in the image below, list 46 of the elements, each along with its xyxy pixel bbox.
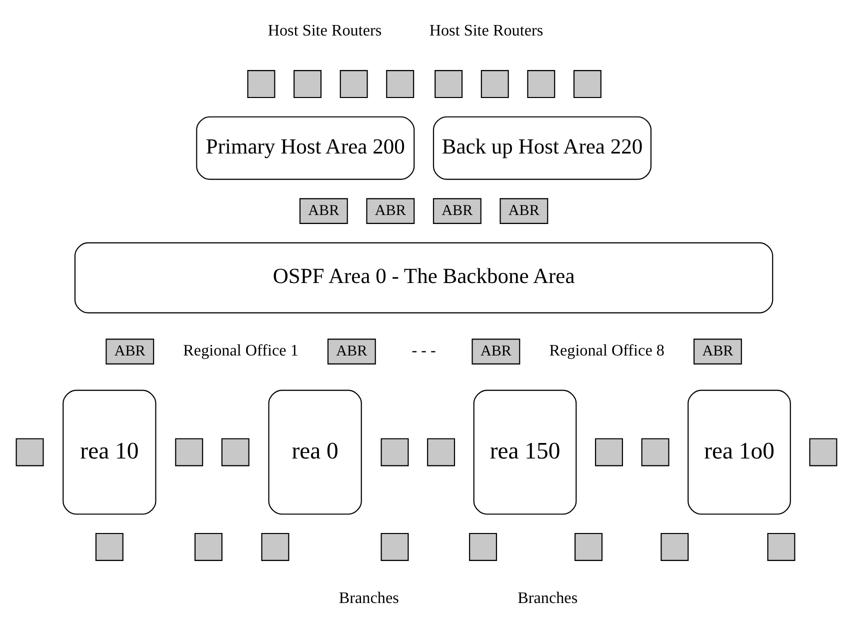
node-box [527, 70, 556, 98]
node-box [469, 532, 498, 561]
node-box: OSPF Area 0 - The Backbone Area [74, 242, 774, 314]
node-box: ABR [366, 198, 415, 224]
node-box: rea 150 [473, 390, 577, 515]
node-box [294, 70, 322, 98]
node-box: Back up Host Area 220 [432, 116, 652, 180]
label: Regional Office 1 [183, 342, 298, 360]
node-box: rea 0 [268, 390, 362, 515]
node-box [380, 438, 409, 466]
node-box [95, 532, 124, 561]
node-box [641, 438, 670, 466]
label: Host Site Routers [429, 22, 544, 40]
node-box [16, 438, 44, 466]
node-box [221, 438, 250, 466]
label: - - - [412, 342, 436, 360]
node-box [261, 532, 290, 561]
node-box: ABR [432, 198, 482, 224]
node-box [595, 438, 623, 466]
node-box [767, 532, 796, 561]
node-box [574, 532, 603, 561]
node-box [380, 532, 409, 561]
node-box [573, 70, 602, 98]
node-box [386, 70, 414, 98]
node-box [427, 438, 456, 466]
label: Host Site Routers [268, 22, 382, 40]
node-box: ABR [500, 198, 548, 224]
node-box [247, 70, 276, 98]
node-box [660, 532, 689, 561]
label: Branches [338, 590, 399, 607]
node-box: ABR [106, 338, 154, 364]
node-box: Primary Host Area 200 [196, 116, 415, 180]
node-box: rea 1o0 [688, 390, 791, 515]
node-box [480, 70, 509, 98]
label: Regional Office 8 [549, 342, 664, 360]
node-box: ABR [299, 198, 348, 224]
node-box [809, 438, 838, 466]
node-box [194, 532, 222, 561]
node-box: ABR [472, 338, 520, 364]
label: Branches [518, 590, 578, 607]
node-box [175, 438, 204, 466]
node-box [434, 70, 463, 98]
node-box: ABR [327, 338, 376, 364]
node-box: rea 10 [62, 390, 156, 515]
node-box [340, 70, 368, 98]
node-box: ABR [694, 338, 742, 364]
